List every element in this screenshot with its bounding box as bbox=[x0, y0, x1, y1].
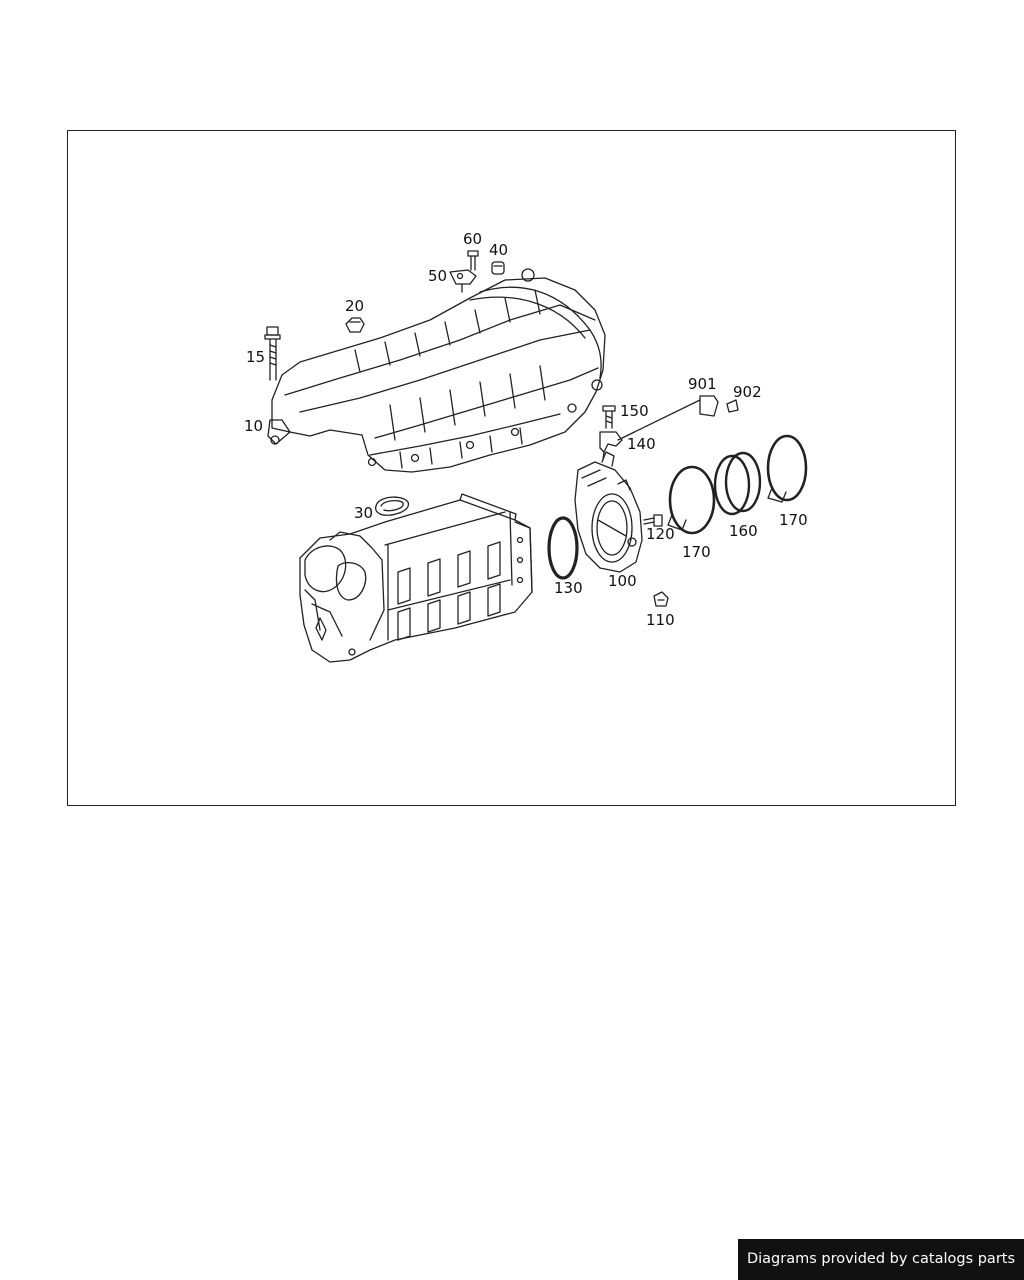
bolt-15 bbox=[264, 326, 281, 381]
charge-air-cooler bbox=[299, 493, 533, 663]
callout-130: 130 bbox=[554, 579, 583, 597]
callout-110: 110 bbox=[646, 611, 675, 629]
nut-20 bbox=[345, 317, 365, 333]
bracket-140 bbox=[599, 431, 623, 461]
gasket-30 bbox=[374, 496, 409, 516]
callout-902: 902 bbox=[733, 383, 762, 401]
callout-150: 150 bbox=[620, 402, 649, 420]
clip-110 bbox=[653, 591, 669, 607]
callout-120: 120 bbox=[646, 525, 675, 543]
callout-60: 60 bbox=[463, 230, 482, 248]
callout-100: 100 bbox=[608, 572, 637, 590]
o-ring-130 bbox=[547, 516, 579, 580]
grommet-40 bbox=[491, 261, 505, 275]
clamp-170-right bbox=[766, 434, 808, 503]
callout-170-right: 170 bbox=[779, 511, 808, 529]
callout-15: 15 bbox=[246, 348, 265, 366]
callout-901: 901 bbox=[688, 375, 717, 393]
hose-160 bbox=[713, 451, 762, 516]
intake-manifold bbox=[267, 268, 606, 473]
screw-60 bbox=[467, 250, 479, 271]
diagram-frame bbox=[67, 130, 956, 806]
callout-140: 140 bbox=[627, 435, 656, 453]
callout-40: 40 bbox=[489, 241, 508, 259]
attribution-banner: Diagrams provided by catalogs parts bbox=[738, 1239, 1024, 1280]
callout-20: 20 bbox=[345, 297, 364, 315]
callout-160: 160 bbox=[729, 522, 758, 540]
bolt-150 bbox=[602, 405, 616, 429]
cap-902 bbox=[726, 399, 739, 413]
callout-50: 50 bbox=[428, 267, 447, 285]
sensor-50 bbox=[449, 269, 477, 293]
clamp-170-left bbox=[667, 465, 716, 535]
callout-30: 30 bbox=[354, 504, 373, 522]
throttle-body-100 bbox=[574, 451, 643, 573]
bolt-120 bbox=[643, 514, 663, 527]
callout-10: 10 bbox=[244, 417, 263, 435]
callout-labels: 10 15 20 30 40 50 60 100 110 120 130 140… bbox=[244, 230, 808, 629]
connector-901 bbox=[617, 395, 719, 441]
callout-170-left: 170 bbox=[682, 543, 711, 561]
